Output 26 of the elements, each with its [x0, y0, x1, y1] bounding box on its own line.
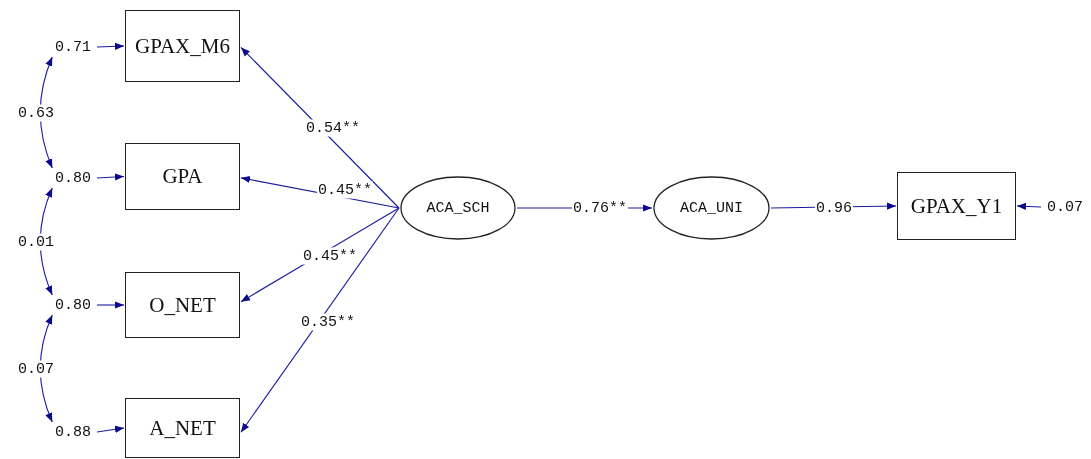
error-value: 0.88 — [50, 423, 96, 441]
error-value: 0.71 — [50, 38, 96, 56]
variable-box: GPAX_Y1 — [897, 172, 1016, 240]
path-arrow — [96, 301, 125, 309]
error-value: 0.80 — [50, 296, 96, 314]
path-arrow — [96, 425, 125, 433]
path-arrow — [1016, 202, 1042, 210]
edge-label: 0.01 — [17, 233, 55, 251]
edge-label: 0.54** — [305, 119, 361, 137]
variable-box: GPA — [125, 143, 240, 210]
variable-box: A_NET — [125, 398, 240, 458]
latent-ellipse: ACA_SCH — [400, 176, 516, 240]
latent-ellipse: ACA_UNI — [653, 176, 770, 240]
path-arrow — [240, 46, 400, 209]
edge-label: 0.35** — [300, 313, 356, 331]
error-value: 0.80 — [50, 169, 96, 187]
edge-label: 0.45** — [317, 181, 373, 199]
edge-label: 0.45** — [302, 247, 358, 265]
path-arrow — [240, 207, 400, 433]
variable-box: GPAX_M6 — [125, 10, 240, 82]
path-arrow — [96, 42, 125, 50]
error-value: 0.07 — [1042, 198, 1088, 216]
path-arrow — [96, 173, 125, 181]
edge-label: 0.07 — [17, 360, 55, 378]
edge-label: 0.63 — [17, 104, 55, 122]
variable-box: O_NET — [125, 272, 240, 338]
